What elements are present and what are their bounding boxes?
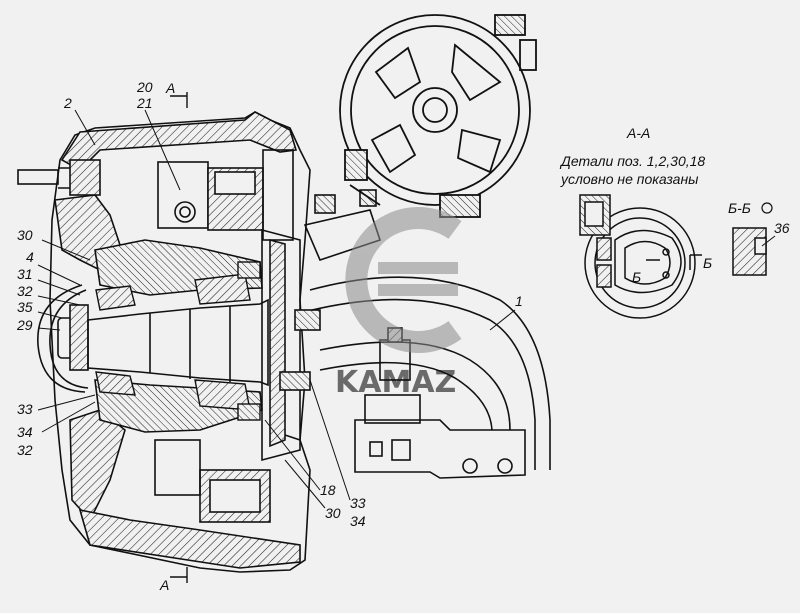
section-bb-scale-circle <box>761 202 773 214</box>
central-shaft <box>87 298 269 387</box>
callout-6: 21 <box>136 95 153 111</box>
callout-31: 34 <box>17 424 33 440</box>
callout-35: 35 <box>17 299 33 315</box>
kamaz-logo-icon <box>345 207 462 353</box>
callout-21: 31 <box>17 266 33 282</box>
callout-19: 29 <box>16 317 33 333</box>
callout-29: 33 <box>17 401 33 417</box>
leader-lines <box>37 109 516 509</box>
valve-block <box>354 327 526 479</box>
callout-20: 30 <box>17 227 33 243</box>
output-shaft-stub <box>17 159 101 196</box>
callout-1: 1 <box>515 293 523 309</box>
callout-4: 4 <box>26 249 34 265</box>
leader-36 <box>761 235 776 247</box>
cut-mark-b: Б <box>703 255 712 271</box>
flange-plates <box>261 228 321 462</box>
section-aa-note-line2: условно не показаны <box>560 171 699 187</box>
upper-gear <box>157 149 294 241</box>
watermark-text: KAMAZ <box>335 365 456 400</box>
pulley <box>339 14 537 218</box>
section-bb-title: Б-Б <box>728 200 751 216</box>
callout-22: 32 <box>17 283 33 299</box>
callout-34: 34 <box>350 513 366 529</box>
section-marks <box>170 92 188 583</box>
callout-36: 36 <box>774 220 790 236</box>
end-cap <box>37 284 89 393</box>
bearings <box>95 261 261 421</box>
section-aa-note-line1: Детали поз. 1,2,30,18 <box>559 153 705 169</box>
section-aa-detail-label: Б <box>632 269 641 285</box>
callout-30: 30 <box>325 505 341 521</box>
section-aa-view <box>579 194 702 319</box>
callout-2: 2 <box>63 95 72 111</box>
cut-mark-a-top: А <box>165 80 175 96</box>
lower-gear <box>154 429 301 523</box>
callout-18: 18 <box>320 482 336 498</box>
section-aa-title: А-А <box>626 125 650 141</box>
callout-5: 20 <box>136 79 153 95</box>
callout-32: 32 <box>17 442 33 458</box>
cut-mark-a-bottom: А <box>159 577 169 593</box>
section-bb-view <box>732 227 767 276</box>
callout-33: 33 <box>350 495 366 511</box>
